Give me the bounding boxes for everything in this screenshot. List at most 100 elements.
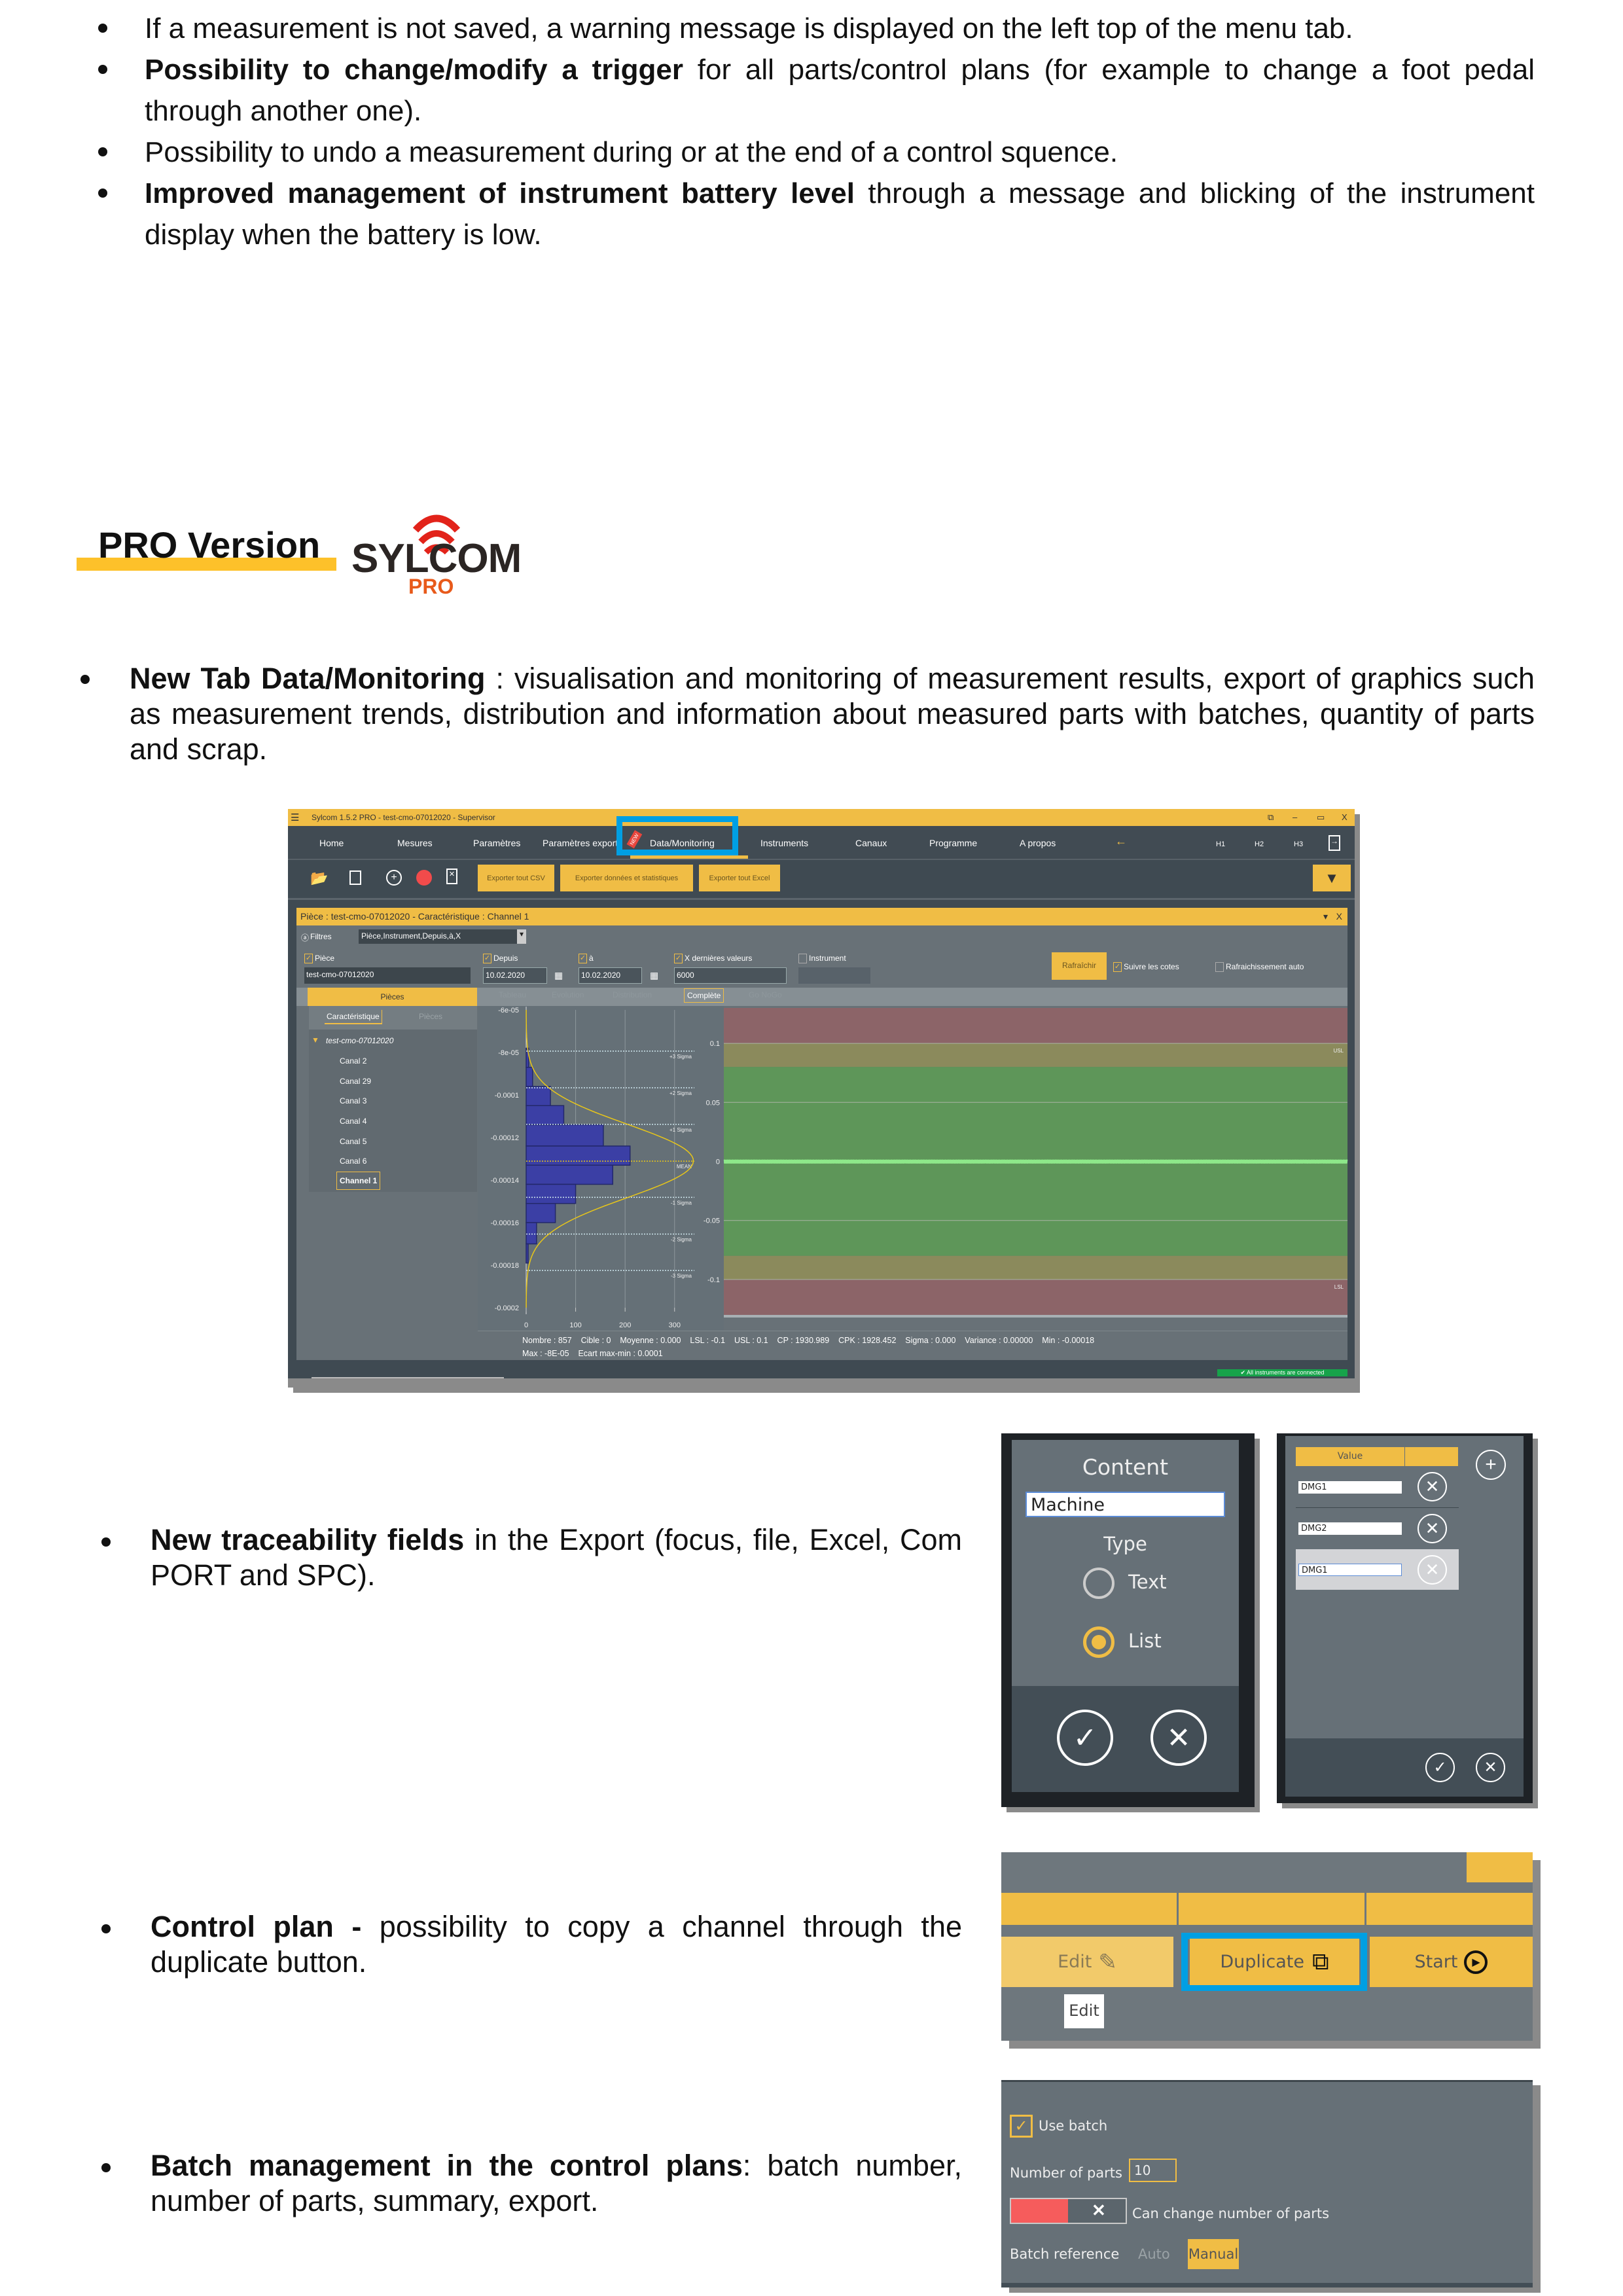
a-date-input[interactable]: 10.02.2020 [579, 967, 642, 984]
record-icon[interactable] [416, 870, 432, 886]
export-stats-button[interactable]: Exporter données et statistiques [560, 865, 693, 891]
h1-button[interactable]: H1 [1216, 840, 1226, 848]
sigma-label: +1 Sigma [669, 1127, 692, 1133]
normal-curve [526, 1010, 694, 1308]
popout-button[interactable]: ⧉ [1268, 812, 1274, 822]
tree-expand-icon[interactable]: ▼ [312, 1035, 319, 1045]
use-batch-checkbox[interactable]: ✓ [1010, 2115, 1033, 2138]
feature-batch: Batch management in the control plans: b… [151, 2149, 962, 2217]
follow-checkbox[interactable]: ✓Suivre les cotes [1113, 962, 1179, 973]
tree-item[interactable]: Canal 4 [340, 1117, 367, 1126]
duplicate-button[interactable]: Duplicate⧉ [1190, 1939, 1359, 1985]
h2-button[interactable]: H2 [1255, 840, 1264, 848]
add-icon[interactable]: + [386, 870, 402, 886]
export-excel-button[interactable]: Exporter tout Excel [699, 865, 780, 891]
can-change-toggle[interactable]: ✕ [1010, 2198, 1127, 2224]
tree-item[interactable]: Canal 5 [340, 1137, 367, 1146]
edit-button[interactable]: Edit✎ [1001, 1937, 1173, 1987]
histogram-y-tick-label: -0.00012 [491, 1134, 519, 1142]
filters-select[interactable]: Pièce,Instrument,Depuis,à,X▾ [359, 929, 526, 944]
tab-distribution[interactable]: Distribution [613, 990, 652, 999]
content-input[interactable]: Machine [1026, 1492, 1225, 1517]
start-button[interactable]: Start▶ [1370, 1937, 1533, 1987]
list-value-input-active[interactable]: DMG1 [1298, 1564, 1402, 1576]
x-last-values-input[interactable]: 6000 [674, 967, 787, 984]
intro-bullet-3: Possibility to undo a measurement during… [145, 136, 1118, 168]
remove-row-icon[interactable]: ✕ [1418, 1514, 1447, 1543]
control-y-tick-label: -0.1 [707, 1276, 720, 1284]
a-checkbox[interactable]: ✓à [579, 954, 594, 964]
minimize-button[interactable]: – [1293, 812, 1298, 822]
histogram-bar [526, 1145, 631, 1166]
add-row-icon[interactable]: + [1476, 1450, 1506, 1480]
corner-button[interactable] [1467, 1852, 1533, 1882]
calendar-icon[interactable]: ▦ [554, 970, 563, 980]
tab-data-monitoring[interactable]: Data/Monitoring [650, 838, 715, 848]
remove-row-icon[interactable]: ✕ [1418, 1472, 1447, 1501]
collapse-icon[interactable]: ▾ [1323, 911, 1328, 922]
piece-checkbox[interactable]: ✓Pièce [304, 954, 335, 964]
instrument-select[interactable] [798, 967, 870, 984]
histogram-x-tick-label: 0 [524, 1321, 528, 1329]
tab-complete[interactable]: Complète [684, 988, 724, 1003]
piece-select[interactable]: test-cmo-07012020 [304, 967, 471, 984]
radio-list[interactable] [1083, 1626, 1115, 1658]
close-panel-icon[interactable]: X [1336, 911, 1342, 922]
parts-input[interactable]: 10 [1129, 2159, 1177, 2182]
radio-text[interactable] [1083, 1568, 1115, 1599]
cancel-x-icon[interactable]: ✕ [1476, 1753, 1505, 1782]
save-icon[interactable] [349, 870, 361, 885]
tab-a-propos[interactable]: A propos [1020, 838, 1056, 848]
filter-funnel-icon[interactable]: ▼ [1313, 865, 1351, 891]
h3-button[interactable]: H3 [1294, 840, 1304, 848]
tab-parametres-export[interactable]: Paramètres export [543, 838, 618, 848]
maximize-button[interactable]: ▭ [1317, 812, 1325, 822]
tree-item[interactable]: Canal 2 [340, 1056, 367, 1066]
auto-refresh-checkbox[interactable]: Rafraichissement auto [1215, 962, 1304, 973]
tab-evolution[interactable]: Evolution [552, 990, 584, 999]
ref-manual-option[interactable]: Manual [1188, 2239, 1239, 2269]
list-value-input[interactable]: DMG2 [1298, 1522, 1402, 1535]
cancel-x-icon[interactable]: ✕ [1150, 1710, 1207, 1766]
close-button[interactable]: X [1342, 812, 1347, 822]
subtab-pieces[interactable]: Pièces [419, 1012, 443, 1021]
open-folder-icon[interactable]: 📂 [310, 870, 329, 886]
filters-label: Filtres [310, 932, 332, 941]
confirm-check-icon[interactable]: ✓ [1425, 1753, 1455, 1782]
tab-programme[interactable]: Programme [929, 838, 978, 848]
tab-instruments[interactable]: Instruments [760, 838, 809, 848]
control-zone [724, 1043, 1347, 1067]
calendar-icon[interactable]: ▦ [650, 970, 659, 980]
confirm-check-icon[interactable]: ✓ [1057, 1710, 1113, 1766]
instrument-checkbox[interactable]: Instrument [798, 954, 846, 964]
content-dialog-body [1012, 1440, 1239, 1686]
tree-root[interactable]: test-cmo-07012020 [326, 1036, 394, 1045]
ref-auto-option[interactable]: Auto [1138, 2246, 1170, 2262]
feature-data-monitoring: New Tab Data/Monitoring : visualisation … [130, 662, 1535, 766]
export-csv-button[interactable]: Exporter tout CSV [478, 865, 554, 891]
x-last-values-checkbox[interactable]: ✓X dernières valeurs [674, 954, 753, 964]
tree-item-selected[interactable]: Channel 1 [336, 1172, 381, 1190]
tree-item[interactable]: Canal 6 [340, 1157, 367, 1166]
refresh-button[interactable]: Rafraîchir [1052, 952, 1107, 980]
logout-icon[interactable]: → [1329, 835, 1340, 851]
tab-pieces[interactable]: Pièces [308, 988, 477, 1006]
subtab-caracteristique[interactable]: Caractéristique [325, 1010, 382, 1024]
tree-item[interactable]: Canal 29 [340, 1077, 372, 1086]
tab-home[interactable]: Home [319, 838, 344, 848]
filters-toggle-icon[interactable]: ⓐ [301, 933, 310, 942]
tab-parametres[interactable]: Paramètres [473, 838, 521, 848]
back-arrow-icon[interactable]: ← [1115, 834, 1127, 848]
tab-mesures[interactable]: Mesures [397, 838, 433, 848]
tree-item[interactable]: Canal 3 [340, 1096, 367, 1105]
delete-file-icon[interactable]: ✕ [446, 869, 457, 884]
depuis-checkbox[interactable]: ✓Depuis [483, 954, 518, 964]
content-title: Content [1082, 1454, 1169, 1480]
horizontal-scrollbar[interactable] [312, 1377, 504, 1379]
tab-tableau[interactable]: Tableau [499, 990, 527, 999]
remove-row-icon[interactable]: ✕ [1418, 1555, 1447, 1585]
tab-go-nogo[interactable]: Go NoGo [749, 990, 782, 999]
depuis-date-input[interactable]: 10.02.2020 [483, 967, 547, 984]
list-value-input[interactable]: DMG1 [1298, 1481, 1402, 1494]
tab-canaux[interactable]: Canaux [855, 838, 887, 848]
